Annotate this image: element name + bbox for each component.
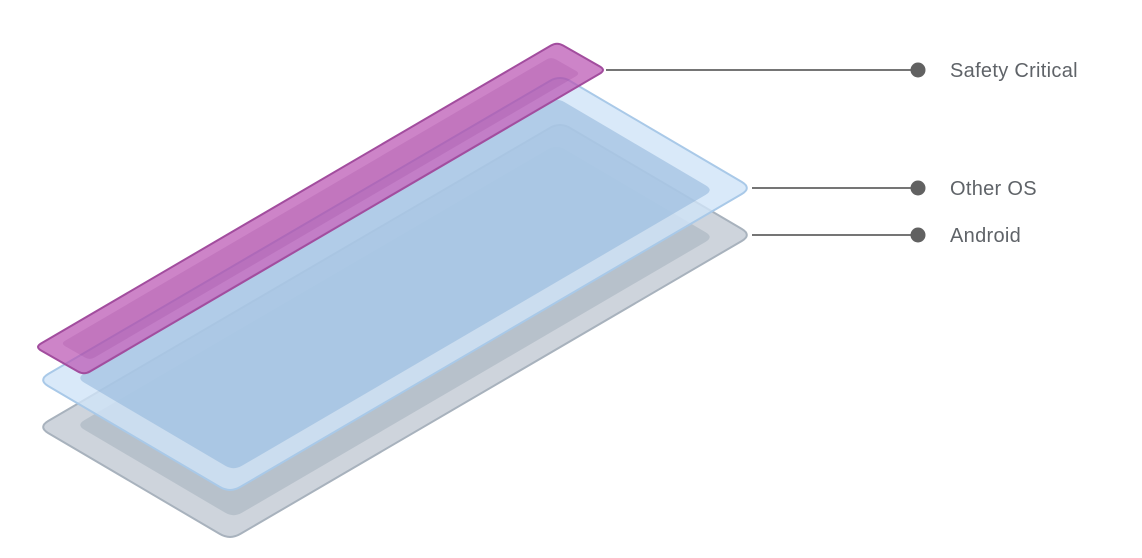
safety-critical-plate xyxy=(37,42,604,375)
safety-critical-layer xyxy=(37,42,604,375)
other-os-label: Other OS xyxy=(950,178,1037,200)
other-os-leader-dot xyxy=(910,180,926,196)
safety-critical-leader-dot xyxy=(910,62,926,78)
android-leader-dot xyxy=(910,227,926,243)
legend-safety-critical: Safety Critical xyxy=(606,60,1078,82)
legend-other-os: Other OS xyxy=(752,178,1037,200)
safety-critical-plate-surface xyxy=(62,58,579,359)
android-label: Android xyxy=(950,225,1021,247)
legend: Safety Critical Other OS Android xyxy=(606,60,1078,247)
legend-android: Android xyxy=(752,225,1021,247)
safety-critical-label: Safety Critical xyxy=(950,60,1078,82)
other-os-plate-surface xyxy=(80,99,710,469)
